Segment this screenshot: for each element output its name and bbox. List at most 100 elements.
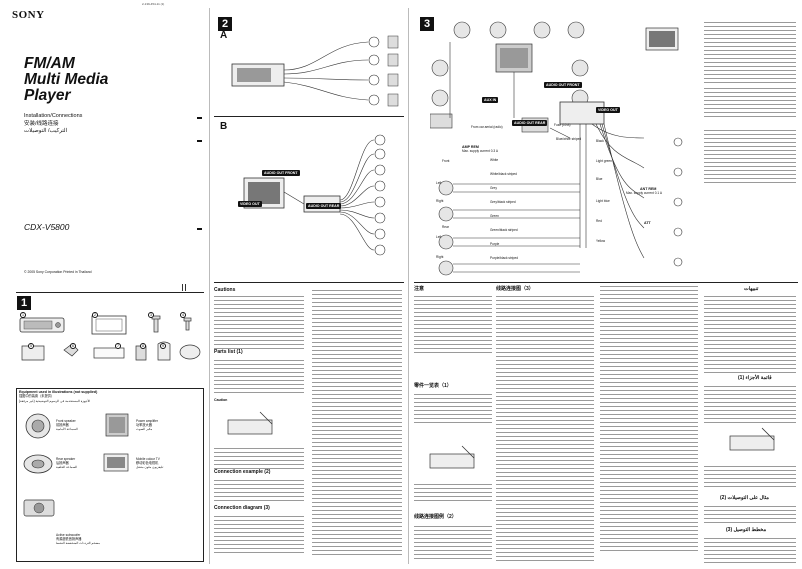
equip-rear-speaker: Rear speaker 后扬声器 السماعة الخلفية bbox=[56, 457, 77, 469]
part-num-3: 3 bbox=[148, 312, 154, 318]
equipment-box bbox=[16, 388, 204, 562]
zh-conn-example-text bbox=[414, 526, 492, 562]
att-label: ATT bbox=[644, 221, 651, 225]
connection-example-text bbox=[214, 480, 304, 504]
note-text bbox=[214, 448, 304, 472]
ar-release-key-illustration bbox=[729, 427, 775, 451]
equip-rear-speaker-name: Rear speaker bbox=[56, 457, 76, 461]
subtitle-zh: 安装/线路连接 bbox=[24, 120, 59, 127]
wire-white: White bbox=[490, 158, 499, 162]
title-line-3: Player bbox=[24, 87, 71, 104]
brand-logo: SONY bbox=[12, 9, 45, 21]
wire-red: Red bbox=[596, 219, 602, 223]
equip-subwoofer-ar: مضخم الترددات المنخفضة النشط bbox=[56, 540, 101, 545]
subtitle-ar: التركيب/ التوصيلات bbox=[24, 128, 68, 134]
aux-in-tag: AUX IN bbox=[482, 97, 499, 103]
zh-parts-title: 零件一览表（1） bbox=[414, 383, 452, 389]
equip-power-amp-name: Power amplifier bbox=[136, 419, 158, 423]
wire-green-black: Green/black striped bbox=[490, 228, 518, 232]
wire-blue: Blue bbox=[596, 177, 603, 181]
wire-light-green: Light green bbox=[596, 159, 612, 163]
equip-subwoofer-name: Active subwoofer bbox=[56, 533, 81, 537]
equip-power-amp-zh: 功率放大器 bbox=[136, 422, 152, 427]
parts-list-text bbox=[214, 360, 304, 396]
wire-green: Green bbox=[490, 214, 499, 218]
registration-mark bbox=[182, 284, 186, 291]
d3-audio-out-front-tag: AUDIO OUT FRONT bbox=[544, 82, 582, 88]
cautions-text-left bbox=[214, 296, 304, 352]
title-line-2: Multi Media bbox=[24, 71, 109, 88]
equipment-illustrations bbox=[23, 413, 129, 517]
product-title: FM/AM Multi Media Player bbox=[24, 56, 108, 104]
label-right-2: Right bbox=[436, 255, 444, 259]
ar-text-middle bbox=[600, 286, 698, 554]
title-line-1: FM/AM bbox=[24, 55, 75, 72]
part-num-7: 7 bbox=[115, 343, 121, 349]
d3-video-out-tag: VIDEO OUT bbox=[596, 107, 620, 113]
equip-front-speaker-zh: 前扬声器 bbox=[56, 422, 69, 427]
subtitle-en: Installation/Connections bbox=[24, 113, 83, 119]
zh-conn-diagram-title: 线路连接图（3） bbox=[496, 286, 534, 292]
ar-conn-example-text bbox=[704, 506, 796, 526]
label-front: Front bbox=[442, 159, 450, 163]
model-number: CDX-V5800 bbox=[24, 222, 70, 232]
equip-front-speaker-name: Front speaker bbox=[56, 419, 76, 423]
wire-yellow: Yellow bbox=[596, 239, 606, 243]
diagram-2a bbox=[231, 35, 399, 107]
zh-release-key-illustration bbox=[429, 445, 475, 469]
amp-rem-supply: Max. supply current 0.3 A bbox=[462, 149, 498, 153]
wire-black: Black bbox=[596, 139, 604, 143]
zh-conn-example-title: 线路连接图例（2） bbox=[414, 514, 457, 520]
equip-power-amp: Power amplifier 功率放大器 مكبر الصوت bbox=[136, 419, 158, 431]
divider bbox=[214, 116, 404, 117]
section-2b-label: B bbox=[220, 121, 228, 132]
zh-note-text bbox=[414, 484, 492, 504]
ar-caution-title: تنبيهات bbox=[744, 286, 759, 292]
parts-list-title: Parts list (1) bbox=[214, 349, 243, 355]
part-num-5: 5 bbox=[28, 343, 34, 349]
equip-mobile-tv-ar: تليفزيون ملون متنقل bbox=[136, 464, 164, 469]
label-right-1: Right bbox=[436, 199, 444, 203]
section-2-marker: 2 bbox=[218, 17, 232, 31]
section-2a-label: A bbox=[220, 30, 228, 41]
release-key-illustration bbox=[227, 411, 273, 435]
equip-front-speaker-ar: السماعة الأمامية bbox=[56, 426, 78, 431]
edge-tab bbox=[197, 228, 202, 230]
wire-light-blue: Light blue bbox=[596, 199, 610, 203]
divider bbox=[16, 292, 204, 293]
zh-conn-diagram-text bbox=[496, 296, 594, 564]
video-out-tag: VIDEO OUT bbox=[238, 201, 262, 207]
audio-out-front-tag: AUDIO OUT FRONT bbox=[262, 170, 300, 176]
ar-caution-text bbox=[704, 296, 796, 376]
column-divider bbox=[209, 8, 210, 564]
section-1-marker: 1 bbox=[17, 296, 31, 310]
s3-notes-en bbox=[704, 22, 796, 86]
zh-caution-title: 注意 bbox=[414, 286, 425, 292]
label-left-1: Left bbox=[436, 181, 442, 185]
wire-grey-black: Grey/black striped bbox=[490, 200, 516, 204]
part-num-2: 2 bbox=[92, 312, 98, 318]
diagram-3-wiring bbox=[430, 21, 683, 276]
document-number: 2-139-454-11 (1) bbox=[142, 2, 165, 6]
divider bbox=[214, 282, 404, 283]
caution-head: Caution bbox=[214, 398, 228, 402]
ar-conn-diagram-title: مخطط التوصيل (3) bbox=[726, 527, 767, 533]
label-left-2: Left bbox=[436, 235, 442, 239]
wire-purple-black: Purple/black striped bbox=[490, 256, 518, 260]
divider bbox=[414, 282, 798, 283]
part-num-1: 1 bbox=[20, 312, 26, 318]
connection-example-title: Connection example (2) bbox=[214, 469, 271, 475]
wire-blue-white: Blue/white striped bbox=[556, 137, 582, 141]
ant-rem-supply: Max. supply current 0.1 A bbox=[626, 191, 662, 195]
column-divider bbox=[408, 8, 409, 564]
amp-rem-label: AMP REM bbox=[462, 145, 479, 149]
zh-parts-text bbox=[414, 394, 492, 426]
ar-conn-diagram-text bbox=[704, 538, 796, 566]
part-num-4: 4 bbox=[180, 312, 186, 318]
cautions-text-right bbox=[312, 290, 402, 558]
wire-grey: Grey bbox=[490, 186, 497, 190]
mobile-tv-illustration bbox=[645, 27, 679, 51]
part-num-6: 6 bbox=[70, 343, 76, 349]
cautions-title: Cautions bbox=[214, 287, 236, 293]
equipment-title-zh: 插图中的装置（未提供） bbox=[19, 394, 55, 398]
